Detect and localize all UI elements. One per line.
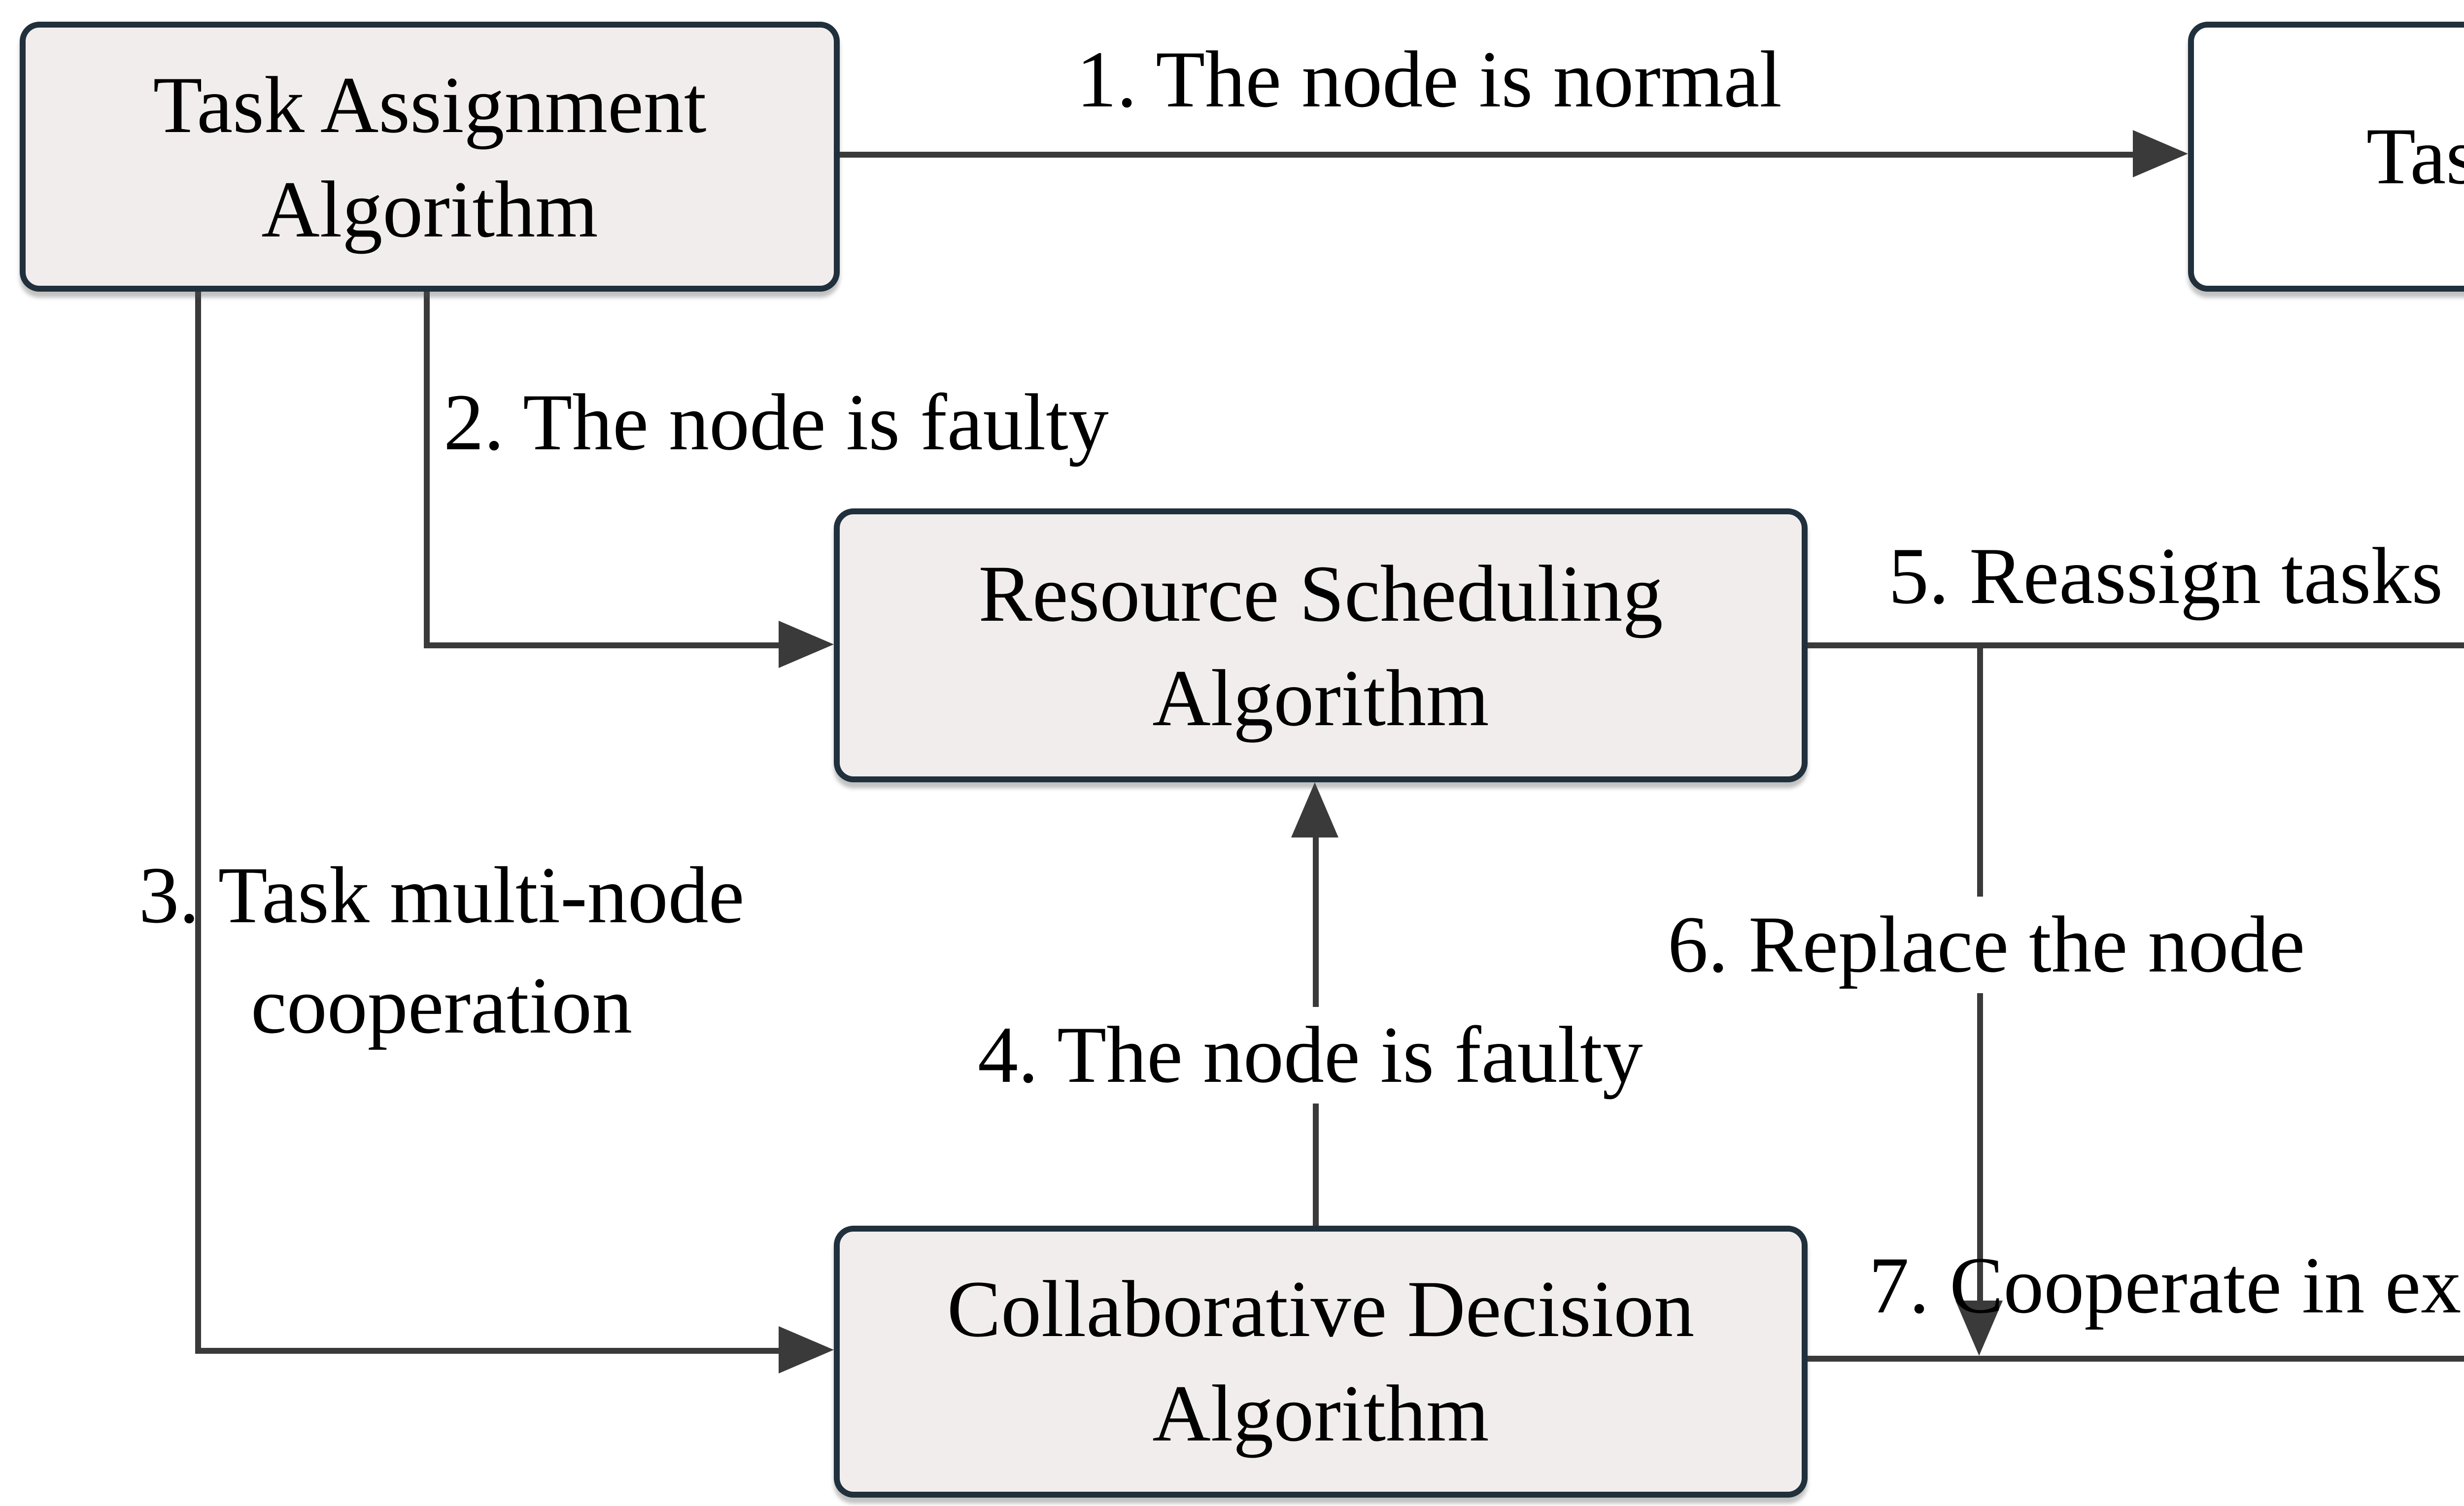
edge-5-line-horizontal	[1808, 642, 2464, 648]
edge-6-label: 6. Replace the node	[1656, 897, 2317, 993]
edge-7-line-horizontal	[1808, 1356, 2464, 1362]
node-task-assignment-label-line2: Algorithm	[261, 163, 598, 253]
edge-3-label: 3. Task multi-node cooperation	[103, 839, 781, 1060]
edge-5-label: 5. Reassign tasks	[1888, 530, 2443, 621]
edge-3-label-line2: cooperation	[250, 960, 633, 1050]
edge-4-arrowhead-up-icon	[1291, 782, 1338, 837]
edge-1-line	[840, 152, 2137, 158]
node-resource-scheduling-label-line1: Resource Scheduling	[978, 547, 1663, 637]
edge-3-line-horizontal	[195, 1348, 783, 1354]
edge-3-label-line1: 3. Task multi-node	[138, 849, 745, 940]
node-collaborative-decision-algorithm: Collaborative Decision Algorithm	[834, 1226, 1808, 1498]
node-task-execute: Task Execute	[2188, 22, 2464, 292]
edge-3-arrowhead-right-icon	[779, 1326, 834, 1373]
node-task-assignment-label-line1: Task Assignment	[153, 58, 707, 149]
node-task-execute-label: Task Execute	[2366, 110, 2464, 201]
edge-1-arrowhead-right-icon	[2133, 130, 2188, 177]
node-collaborative-decision-label-line1: Collaborative Decision	[947, 1263, 1695, 1354]
edge-1-label: 1. The node is normal	[1076, 33, 1782, 124]
edge-2-label: 2. The node is faulty	[444, 376, 1109, 467]
node-task-assignment-algorithm: Task Assignment Algorithm	[20, 22, 840, 292]
edge-3-line-vertical	[195, 292, 201, 1354]
edge-2-arrowhead-right-icon	[779, 621, 834, 668]
edge-2-line-horizontal	[424, 642, 783, 648]
edge-4-label: 4. The node is faulty	[966, 1007, 1655, 1104]
edge-2-line-vertical	[424, 292, 430, 646]
node-resource-scheduling-algorithm: Resource Scheduling Algorithm	[834, 508, 1808, 782]
node-collaborative-decision-label-line2: Algorithm	[1152, 1368, 1489, 1458]
edge-6-arrowhead-down-icon	[1955, 1301, 2003, 1356]
node-resource-scheduling-label-line2: Algorithm	[1152, 651, 1489, 742]
edge-7-label: 7. Cooperate in execution	[1869, 1239, 2464, 1330]
